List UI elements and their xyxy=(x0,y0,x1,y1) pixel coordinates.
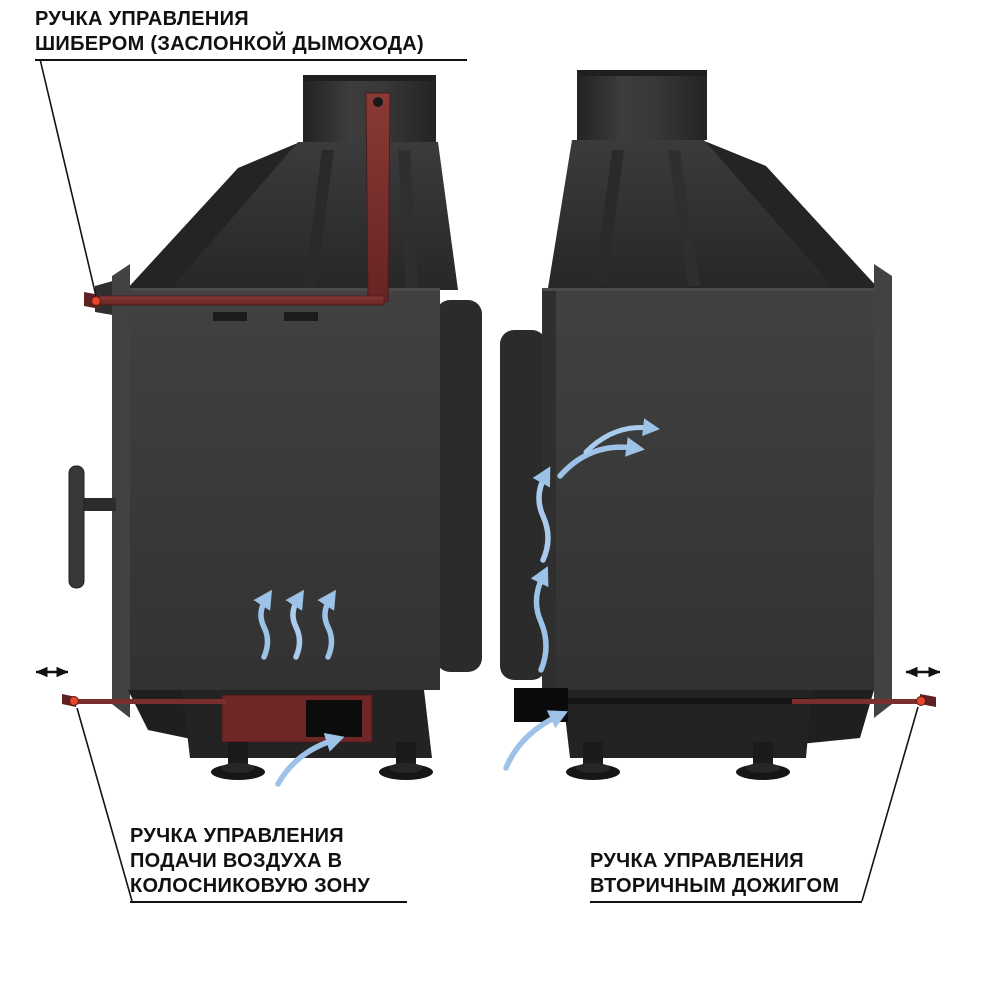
front-frame-edge xyxy=(874,264,892,718)
primary-air-rod xyxy=(74,699,226,704)
hood-rib xyxy=(398,150,418,288)
damper-annotation: РУЧКА УПРАВЛЕНИЯ ШИБЕРОМ (ЗАСЛОНКОЙ ДЫМО… xyxy=(35,7,467,61)
body-top-edge xyxy=(542,288,874,291)
airflow-arrow-icon xyxy=(503,710,568,771)
secondary-airflow-arrows xyxy=(503,418,660,771)
annotation-lines xyxy=(35,58,941,902)
leg xyxy=(753,742,773,770)
airflow-arrow-icon xyxy=(285,589,304,660)
foot-top xyxy=(576,763,610,773)
airflow-arrow-icon xyxy=(317,589,336,660)
hood-side-panel xyxy=(126,142,300,290)
annotation-text: РУЧКА УПРАВЛЕНИЯ xyxy=(590,850,804,872)
annotation-text: ПОДАЧИ ВОЗДУХА В xyxy=(130,850,343,872)
chimney-rim xyxy=(577,70,707,76)
foot-top xyxy=(746,763,780,773)
damper-leader-line xyxy=(39,58,97,297)
convection-shell-back xyxy=(436,300,482,672)
primary-air-handle-dot xyxy=(69,696,79,706)
strap-bolt xyxy=(373,97,383,107)
stove-left-view xyxy=(62,75,482,787)
annotation-text: РУЧКА УПРАВЛЕНИЯ xyxy=(35,8,249,30)
grate-air-annotation: РУЧКА УПРАВЛЕНИЯ ПОДАЧИ ВОЗДУХА В КОЛОСН… xyxy=(130,824,407,903)
damper-link-strap xyxy=(365,92,391,303)
body-top-edge xyxy=(128,288,440,291)
annotation-text: РУЧКА УПРАВЛЕНИЯ xyxy=(130,825,344,847)
firebox-body xyxy=(542,288,874,690)
hood-side-panel xyxy=(702,140,878,288)
airflow-arrow-icon xyxy=(530,566,549,673)
secondary-burn-leader-line xyxy=(861,706,919,902)
airflow-arrow-icon xyxy=(253,589,272,660)
airflow-arrow-icon xyxy=(275,732,345,787)
body-edge-strip xyxy=(542,288,556,690)
grate-air-leader-line xyxy=(76,707,133,902)
annotation-text: КОЛОСНИКОВУЮ ЗОНУ xyxy=(130,875,370,897)
hood-rib xyxy=(304,150,334,288)
firebox-body xyxy=(128,288,440,690)
slider-guide-rod xyxy=(560,698,810,704)
door-handle xyxy=(68,465,85,589)
airflow-arrow-icon xyxy=(532,466,551,563)
front-frame-edge xyxy=(112,264,130,718)
damper-handle-dot xyxy=(91,296,101,306)
annotation-text: ВТОРИЧНЫМ ДОЖИГОМ xyxy=(590,875,840,897)
latch-tab xyxy=(213,312,247,321)
hood-rib xyxy=(594,150,624,286)
airflow-arrow-icon xyxy=(557,437,645,479)
door-handle-bracket xyxy=(84,498,116,511)
secondary-burn-rod xyxy=(792,699,922,704)
foot-top xyxy=(389,763,423,773)
damper-control-rod xyxy=(97,295,385,306)
foot-top xyxy=(221,763,255,773)
leg xyxy=(228,742,248,770)
leg xyxy=(583,742,603,770)
primary-airflow-arrows xyxy=(253,589,345,787)
air-inlet-opening xyxy=(306,700,362,737)
airflow-arrow-icon xyxy=(583,418,660,455)
secondary-burn-handle-dot xyxy=(916,696,926,706)
latch-tab xyxy=(284,312,318,321)
base-platform xyxy=(562,690,812,758)
chimney-rim xyxy=(303,75,436,81)
hood-rib xyxy=(668,150,700,286)
chimney-pipe xyxy=(577,70,707,140)
secondary-burn-annotation: РУЧКА УПРАВЛЕНИЯ ВТОРИЧНЫМ ДОЖИГОМ xyxy=(590,849,862,903)
annotation-text: ШИБЕРОМ (ЗАСЛОНКОЙ ДЫМОХОДА) xyxy=(35,33,424,55)
stove-right-view xyxy=(500,70,936,780)
leg xyxy=(396,742,416,770)
